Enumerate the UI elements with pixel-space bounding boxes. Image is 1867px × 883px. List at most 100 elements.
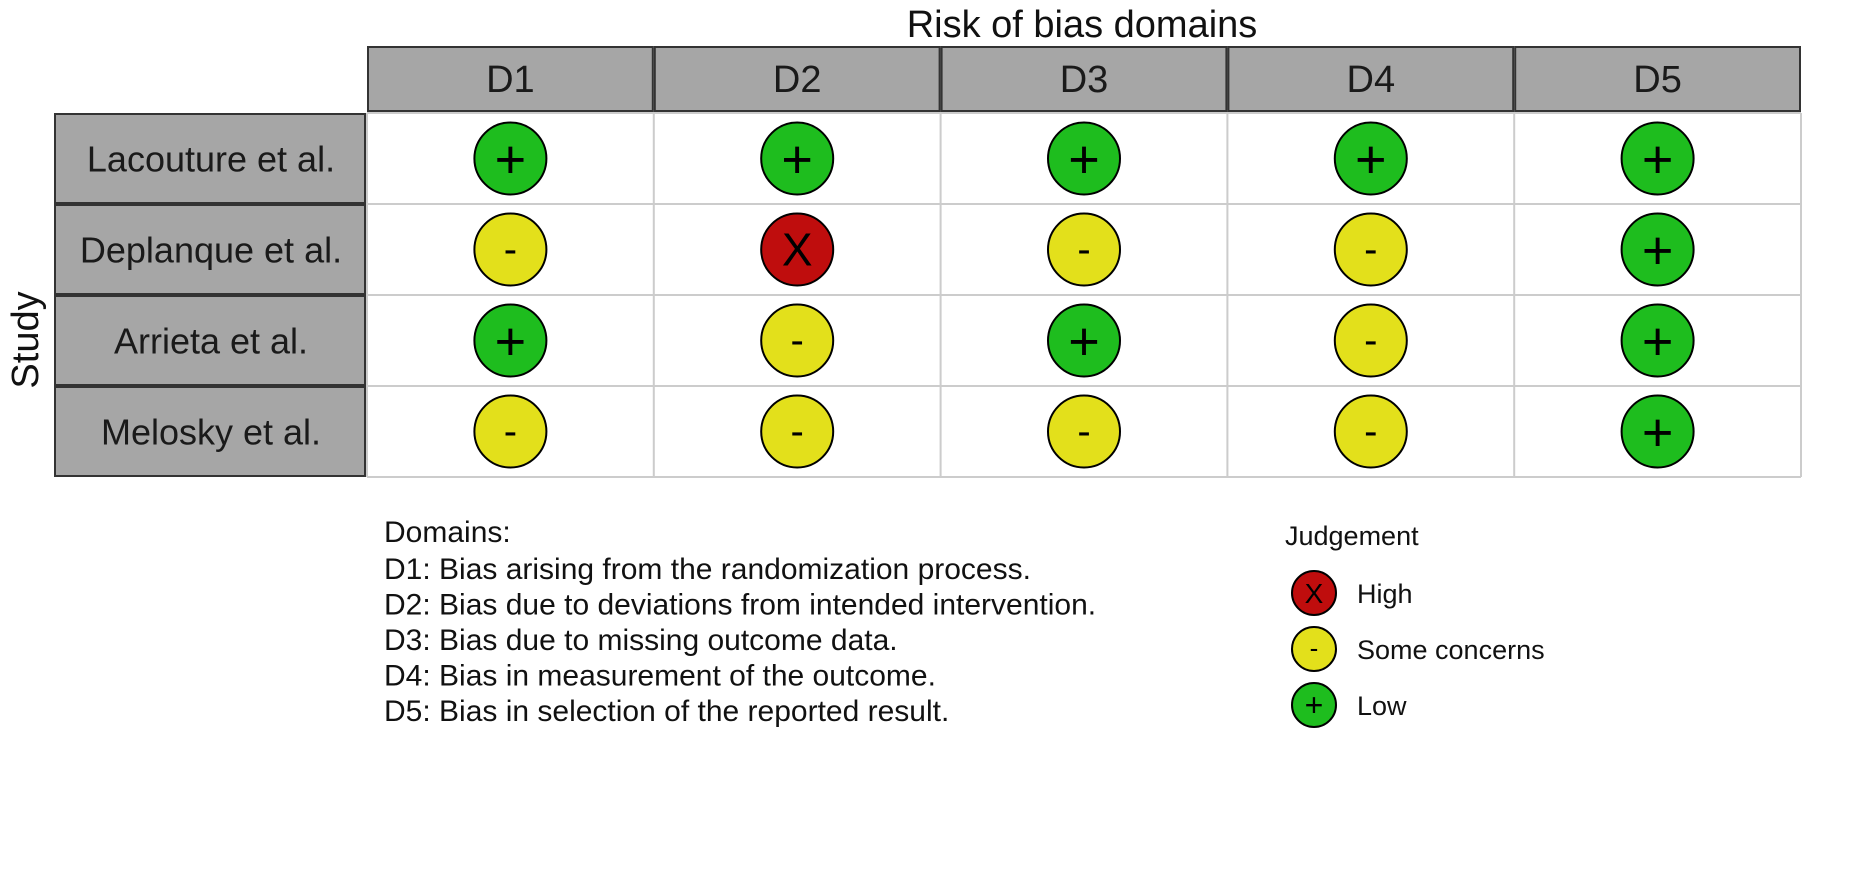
mark-symbol: - [504, 228, 517, 272]
domain-header-d2 [653, 46, 941, 112]
mark-circle [1620, 212, 1695, 287]
mark-symbol: - [504, 410, 517, 454]
domain-description: D1: Bias arising from the randomization … [384, 553, 1031, 586]
mark-arrieta-et-al-d1-low: + [473, 303, 548, 378]
study-cell-melosky-et-al [54, 386, 366, 477]
mark-symbol: + [1642, 312, 1674, 372]
mark-deplanque-et-al-d5-low: + [1620, 212, 1695, 287]
mark-circle [473, 303, 548, 378]
domain-header-label: D4 [1347, 59, 1396, 101]
domain-header-label: D2 [773, 59, 822, 101]
mark-deplanque-et-al-d4-some-concerns: - [1333, 212, 1408, 287]
mark-lacouture-et-al-d2-low: + [760, 121, 835, 196]
mark-lacouture-et-al-d4-low: + [1333, 121, 1408, 196]
study-label: Melosky et al. [101, 412, 321, 453]
mark-circle [1333, 121, 1408, 196]
domains-heading: Domains: [384, 516, 511, 549]
legend-label: Low [1357, 691, 1407, 721]
mark-symbol: - [1077, 228, 1090, 272]
legend-label: Some concerns [1357, 635, 1545, 665]
domain-header-label: D5 [1633, 59, 1682, 101]
study-cell-arrieta-et-al [54, 295, 366, 386]
mark-symbol: + [1642, 221, 1674, 281]
mark-circle [1333, 303, 1408, 378]
mark-symbol: - [1364, 319, 1377, 363]
y-axis-label: Study [5, 291, 47, 388]
domain-header-d4 [1227, 46, 1515, 112]
mark-symbol: + [495, 130, 527, 190]
domains-caption: Domains: D1: Bias arising from the random… [384, 516, 1096, 728]
mark-symbol: + [1642, 403, 1674, 463]
mark-arrieta-et-al-d5-low: + [1620, 303, 1695, 378]
mark-symbol: + [1355, 130, 1387, 190]
domain-description: D5: Bias in selection of the reported re… [384, 695, 949, 728]
legend-item-high: X High [1291, 570, 1413, 616]
mark-circle [760, 121, 835, 196]
mark-circle [473, 121, 548, 196]
mark-melosky-et-al-d1-some-concerns: - [473, 394, 548, 469]
domain-header-d3 [940, 46, 1228, 112]
mark-lacouture-et-al-d1-low: + [473, 121, 548, 196]
domain-header-label: D1 [486, 59, 535, 101]
legend-swatch-symbol: - [1310, 633, 1319, 663]
domain-header-label: D3 [1060, 59, 1109, 101]
mark-deplanque-et-al-d1-some-concerns: - [473, 212, 548, 287]
legend-title: Judgement [1285, 521, 1419, 551]
mark-circle [760, 212, 835, 287]
chart-title: Risk of bias domains [907, 4, 1258, 46]
mark-circle [1620, 303, 1695, 378]
study-cell-lacouture-et-al [54, 113, 366, 204]
mark-symbol: + [1642, 130, 1674, 190]
mark-circle [473, 394, 548, 469]
mark-arrieta-et-al-d4-some-concerns: - [1333, 303, 1408, 378]
study-label: Arrieta et al. [114, 321, 308, 362]
mark-symbol: - [1364, 410, 1377, 454]
mark-symbol: X [782, 224, 813, 276]
mark-arrieta-et-al-d2-some-concerns: - [760, 303, 835, 378]
mark-circle [760, 303, 835, 378]
mark-lacouture-et-al-d5-low: + [1620, 121, 1695, 196]
mark-circle [760, 394, 835, 469]
mark-melosky-et-al-d2-some-concerns: - [760, 394, 835, 469]
mark-deplanque-et-al-d2-high: X [760, 212, 835, 287]
legend-item-some-concerns: - Some concerns [1291, 626, 1545, 672]
mark-symbol: - [1077, 410, 1090, 454]
mark-circle [1333, 212, 1408, 287]
mark-circle [1047, 394, 1121, 469]
study-label: Deplanque et al. [80, 230, 342, 271]
mark-symbol: - [791, 319, 804, 363]
mark-circle [1047, 303, 1121, 378]
study-label: Lacouture et al. [87, 139, 335, 180]
mark-arrieta-et-al-d3-low: + [1047, 303, 1121, 378]
legend-swatch [1291, 570, 1337, 616]
legend-item-low: + Low [1291, 682, 1407, 728]
judgement-marks: + + + + + - X - - + + - + - + - - - - + [473, 121, 1695, 469]
study-label-column: Lacouture et al. Deplanque et al. Arrieta … [54, 113, 366, 477]
mark-melosky-et-al-d4-some-concerns: - [1333, 394, 1408, 469]
mark-circle [1333, 394, 1408, 469]
legend-label: High [1357, 579, 1413, 609]
legend-swatch [1291, 682, 1337, 728]
mark-circle [1620, 121, 1695, 196]
mark-melosky-et-al-d3-some-concerns: - [1047, 394, 1121, 469]
domain-header-row: D1 D2 D3 D4 D5 [367, 46, 1801, 112]
domain-header-d5 [1514, 46, 1801, 112]
domain-description: D4: Bias in measurement of the outcome. [384, 660, 936, 693]
legend-swatch [1291, 626, 1337, 672]
mark-lacouture-et-al-d3-low: + [1047, 121, 1121, 196]
domain-description: D3: Bias due to missing outcome data. [384, 624, 898, 657]
mark-circle [1047, 121, 1121, 196]
legend-swatch-symbol: + [1305, 687, 1324, 723]
mark-melosky-et-al-d5-low: + [1620, 394, 1695, 469]
mark-circle [473, 212, 548, 287]
mark-symbol: + [495, 312, 527, 372]
mark-symbol: - [791, 410, 804, 454]
mark-symbol: + [1068, 312, 1100, 372]
mark-symbol: + [781, 130, 813, 190]
mark-circle [1047, 212, 1121, 287]
legend-swatch-symbol: X [1305, 578, 1324, 609]
domain-header-d1 [367, 46, 654, 112]
mark-deplanque-et-al-d3-some-concerns: - [1047, 212, 1121, 287]
mark-circle [1620, 394, 1695, 469]
